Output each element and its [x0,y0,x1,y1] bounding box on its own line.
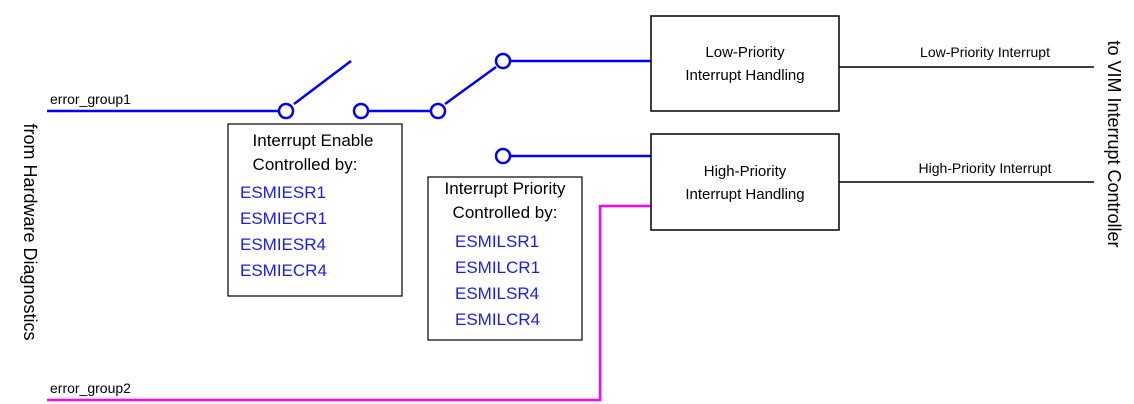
switch-contacts [277,52,512,165]
group1-wiring [47,59,651,158]
priority-switch-pivot [429,102,447,120]
high-handler-title-2: Interrupt Handling [685,186,804,203]
error-group2-label: error_group2 [50,380,131,396]
priority-switch-low-contact [494,52,512,70]
priority-switch-high-contact [494,147,512,165]
low-handler-title-1: Low-Priority [705,44,785,61]
priority-register-4: ESMILCR4 [455,310,540,329]
enable-register-1: ESMIESR1 [240,183,326,202]
enable-register-4: ESMIECR4 [240,261,327,280]
priority-box-title-2: Controlled by: [453,203,558,222]
enable-switch-contact-left [277,102,295,120]
enable-register-2: ESMIECR1 [240,209,327,228]
low-handler-title-2: Interrupt Handling [685,67,804,84]
left-side-label: from Hardware Diagnostics [20,123,40,340]
high-priority-handler: High-Priority Interrupt Handling [650,133,840,231]
right-side-label: to VIM Interrupt Controller [1104,40,1124,247]
priority-register-2: ESMILCR1 [455,258,540,277]
high-priority-output-label: High-Priority Interrupt [918,160,1051,176]
enable-box-title-2: Controlled by: [253,155,358,174]
priority-box-title-1: Interrupt Priority [445,179,566,198]
error-group1-label: error_group1 [50,91,131,107]
interrupt-enable-box: Interrupt Enable Controlled by: ESMIESR1… [227,123,403,297]
low-priority-output-label: Low-Priority Interrupt [920,44,1050,60]
low-priority-handler: Low-Priority Interrupt Handling [650,15,840,112]
interrupt-priority-box: Interrupt Priority Controlled by: ESMILS… [427,176,583,341]
priority-register-1: ESMILSR1 [455,232,539,251]
group2-wire [47,204,651,402]
high-handler-title-1: High-Priority [704,163,787,180]
enable-switch-contact-right [352,102,370,120]
enable-register-3: ESMIESR4 [240,235,326,254]
priority-register-3: ESMILSR4 [455,284,539,303]
enable-box-title-1: Interrupt Enable [253,131,374,150]
